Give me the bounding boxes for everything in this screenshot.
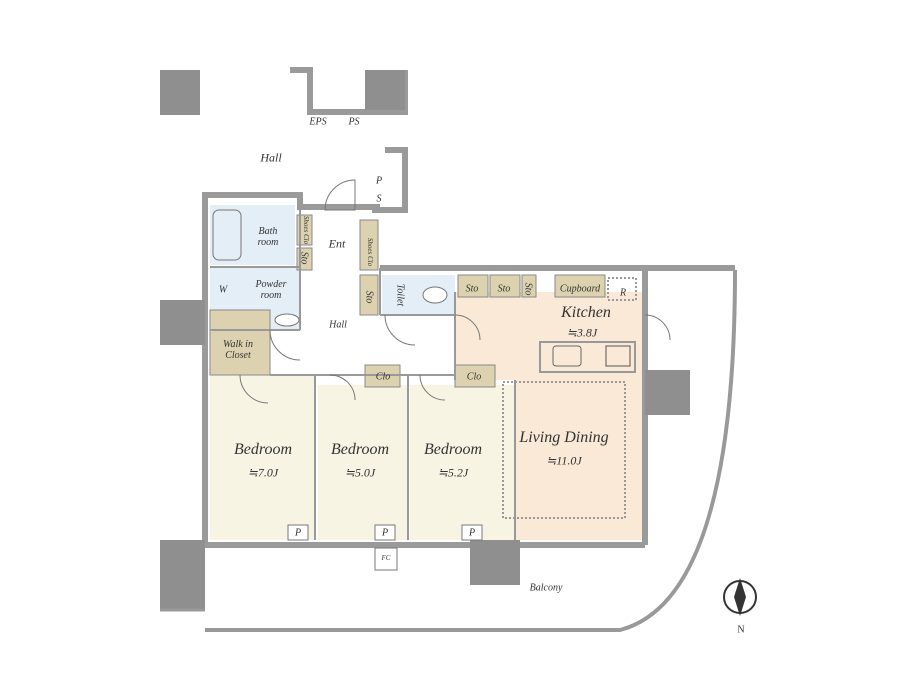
label-p-3: P (468, 527, 476, 539)
label-living-dining-size: ≒11.0J (546, 453, 582, 468)
label-bedroom-2-size: ≒5.0J (344, 465, 376, 480)
label-north: N (737, 624, 745, 636)
label-p-1: P (294, 527, 302, 539)
north-arrow-icon (723, 578, 757, 616)
label-sto-kitchen-1: Sto (465, 283, 479, 295)
label-shoes-closet-2: Shoes Clo (365, 237, 374, 267)
label-powder-room: Powder room (255, 279, 287, 301)
pillars (160, 70, 690, 610)
label-fc: FC (381, 554, 391, 563)
label-kitchen-size: ≒3.8J (566, 325, 598, 340)
stove-icon (605, 345, 631, 367)
label-bedroom-1: Bedroom (233, 441, 293, 459)
label-sto-kitchen-3: Sto (522, 282, 534, 296)
doors (239, 179, 671, 404)
label-toilet: Toilet (394, 283, 406, 307)
label-cupboard: Cupboard (559, 283, 601, 295)
interior-walls (210, 207, 637, 540)
label-bedroom-3-size: ≒5.2J (437, 465, 469, 480)
label-hall-inner: Hall (329, 319, 347, 331)
label-ps-p: P (375, 175, 383, 187)
label-p-2: P (381, 527, 389, 539)
label-entrance: Ent (328, 236, 346, 251)
label-eps: EPS (309, 116, 327, 128)
bathtub-icon (212, 209, 242, 261)
label-sto-hall: Sto (363, 290, 375, 304)
label-ps-s: S (376, 193, 382, 205)
label-washer: W (218, 284, 228, 296)
label-ps: PS (348, 116, 360, 128)
label-sto-kitchen-2: Sto (497, 283, 511, 295)
label-bedroom-3: Bedroom (423, 441, 483, 459)
sink-icon (274, 313, 300, 327)
label-balcony: Balcony (529, 582, 563, 594)
living-dining-area (455, 292, 645, 540)
label-sto-ent: Sto (298, 251, 310, 265)
label-walk-in-closet: Walk in Closet (223, 339, 253, 361)
bedroom-3-area (410, 385, 515, 540)
label-kitchen: Kitchen (561, 304, 611, 322)
label-shoes-closet-1: Shoes Clo (301, 215, 310, 245)
label-bedroom-1-size: ≒7.0J (247, 465, 279, 480)
label-refrigerator: R (619, 287, 627, 299)
kitchen-sink-icon (552, 345, 582, 367)
bedroom-2-area (318, 385, 408, 540)
p-boxes (287, 524, 483, 571)
label-bedroom-2: Bedroom (330, 441, 390, 459)
label-hall-top: Hall (260, 150, 282, 165)
toilet-icon (422, 286, 448, 304)
label-bathroom: Bath room (257, 226, 279, 248)
label-closet-2: Clo (466, 371, 482, 383)
balcony-railing (205, 269, 737, 632)
label-closet-1: Clo (375, 371, 391, 383)
bathroom-area (210, 205, 295, 265)
label-living-dining: Living Dining (519, 429, 609, 447)
